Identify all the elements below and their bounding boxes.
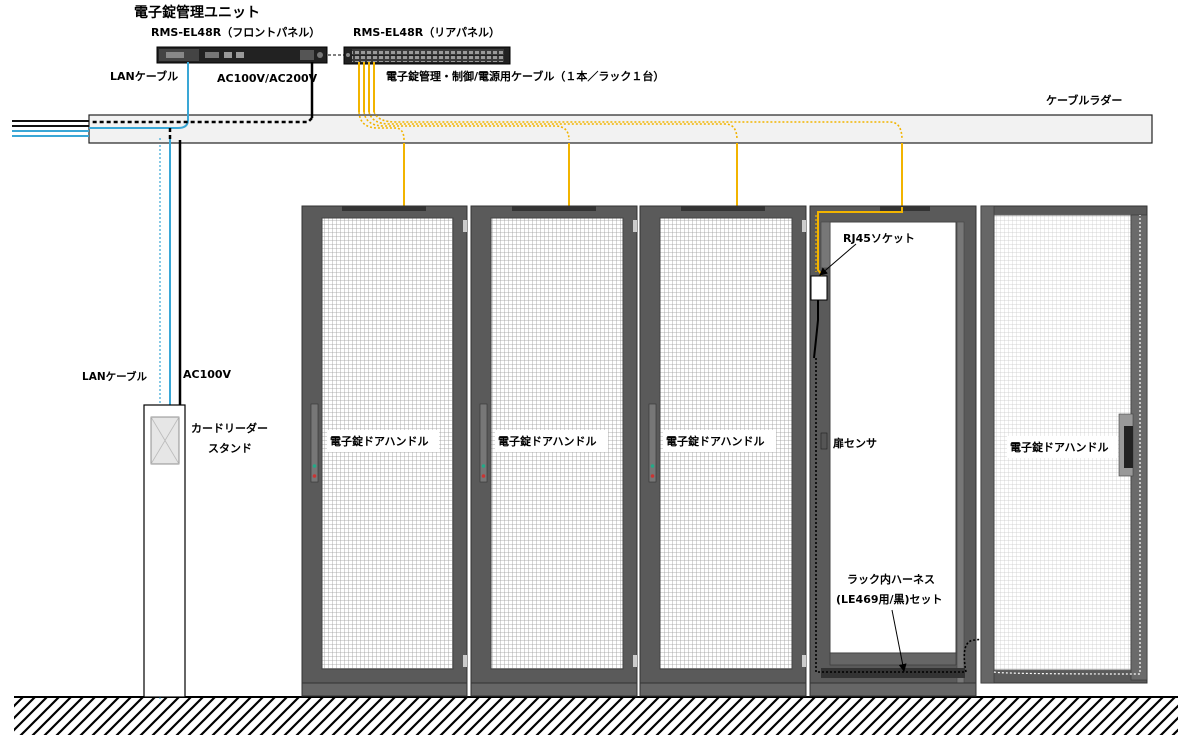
- door-handle-1-bg: [327, 430, 439, 452]
- door-handle-2-bg: [495, 430, 608, 452]
- reader-label-line2: スタンド: [208, 442, 252, 455]
- rms-rear-panel: [343, 46, 511, 65]
- door-handle-1-label: 電子錠ドアハンドル: [330, 434, 429, 448]
- door-sensor-label: 扉センサ: [833, 436, 877, 450]
- door-handle-4-bg: [1007, 436, 1118, 458]
- rj45-leader: [819, 243, 857, 276]
- harness-label-line2: (LE469用/黒)セット: [836, 593, 943, 606]
- card-reader-stand: [143, 404, 186, 698]
- cable-ladder: [88, 114, 1153, 144]
- mgmt-drop-cables: [403, 143, 903, 207]
- mgmt-cable-label: 電子錠管理・制御/電源用ケーブル（１本／ラック１台）: [386, 69, 664, 83]
- unit-title: 電子錠管理ユニット: [134, 4, 260, 21]
- harness-leader: [891, 609, 907, 672]
- rear-panel-label: RMS-EL48R（リアパネル）: [353, 26, 500, 39]
- door-handle-3-label: 電子錠ドアハンドル: [666, 434, 765, 448]
- harness-label-line1: ラック内ハーネス: [847, 572, 935, 586]
- power-cable: [92, 62, 314, 405]
- lan-cable-top-label: LANケーブル: [110, 69, 178, 83]
- front-panel-label: RMS-EL48R（フロントパネル）: [151, 26, 320, 39]
- ac-side-label: AC100V: [183, 368, 232, 381]
- rack-4-open-frame: [809, 205, 977, 697]
- ac-top-label: AC100V/AC200V: [217, 72, 318, 85]
- lan-cable-side-label: LANケーブル: [82, 370, 147, 383]
- door-handle-2-label: 電子錠ドアハンドル: [498, 434, 597, 448]
- reader-label-line1: カードリーダー: [191, 421, 268, 435]
- rack-harness: [813, 300, 819, 359]
- mgmt-cables-solid: [358, 62, 375, 112]
- door-handle-3-bg: [663, 430, 776, 452]
- door-harness: [993, 215, 1141, 675]
- rms-front-panel: [156, 46, 328, 64]
- mgmt-cables-dotted: [358, 111, 903, 141]
- cable-ladder-label: ケーブルラダー: [1046, 93, 1122, 107]
- rj45-label: RJ45ソケット: [843, 232, 915, 245]
- floor: [14, 697, 1178, 735]
- incoming-cables: [12, 120, 89, 137]
- rj45-socket: [810, 275, 828, 301]
- door-sensor: [820, 432, 828, 450]
- door-handle-4-label: 電子錠ドアハンドル: [1010, 440, 1109, 454]
